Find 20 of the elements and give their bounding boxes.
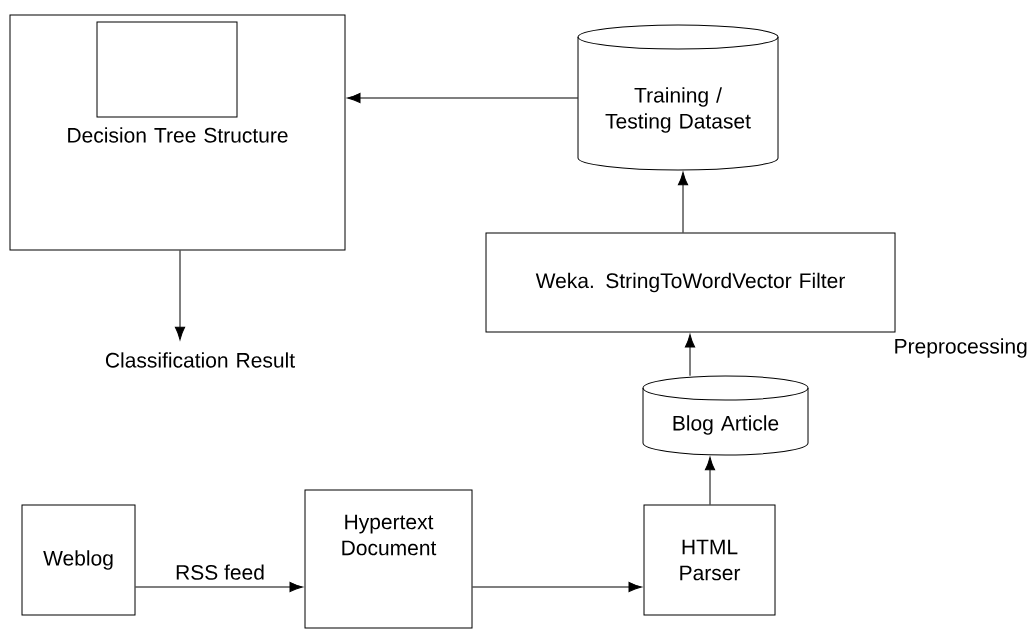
arrow xyxy=(347,92,579,104)
process-box: Weblog xyxy=(21,504,136,616)
process-box: Decision Tree Structure xyxy=(9,14,346,251)
inner-box xyxy=(96,21,238,118)
process-box: HTML Parser xyxy=(643,504,776,616)
edge-label: RSS feed xyxy=(174,563,266,581)
process-box: Hypertext Document xyxy=(304,489,473,629)
arrow xyxy=(677,171,689,233)
database-cylinder: Training / Testing Dataset xyxy=(577,24,779,171)
arrow xyxy=(472,581,642,593)
arrow xyxy=(135,581,303,593)
database-cylinder: Blog Article xyxy=(642,375,809,456)
result-text: Classification Result xyxy=(105,352,295,368)
node-label: Blog Article xyxy=(673,415,779,435)
node-label: Training / Testing Dataset xyxy=(605,87,751,133)
note-text: Preprocessing xyxy=(895,338,1027,358)
arrow xyxy=(174,250,186,341)
process-box: Weka. StringToWordVector Filter xyxy=(485,232,896,333)
arrow xyxy=(704,456,716,505)
arrow xyxy=(684,334,696,377)
